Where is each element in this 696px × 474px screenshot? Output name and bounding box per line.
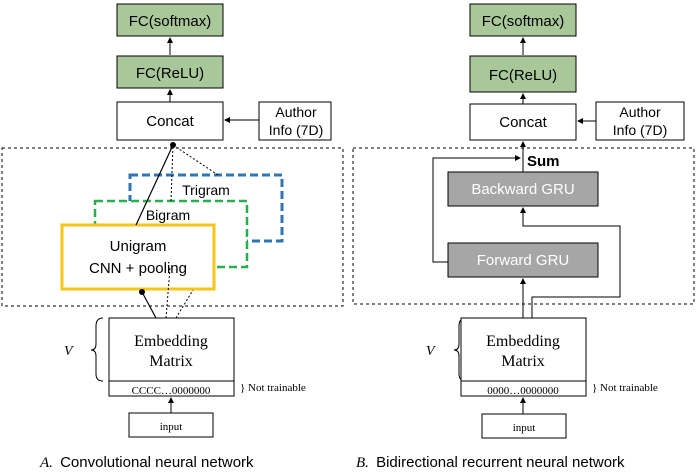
embedding-line1-b: Embedding <box>486 333 560 350</box>
embedding-line2-b: Matrix <box>501 353 545 370</box>
fc-relu-box-b <box>469 55 577 93</box>
backward-gru-label: Backward GRU <box>471 181 574 198</box>
unigram-line1: Unigram <box>110 238 167 255</box>
embedding-to-bigram-line <box>165 267 171 319</box>
caption-b: B. Bidirectional recurrent neural networ… <box>356 454 625 471</box>
concat-box-b <box>469 103 577 141</box>
forward-gru-box <box>447 242 599 278</box>
embedding-matrix-box-b <box>460 317 587 397</box>
caption-a-letter: A. <box>39 455 53 471</box>
embedding-matrix-box <box>108 317 235 397</box>
not-trainable-label: } Not trainable <box>240 382 306 394</box>
fc-softmax-label: FC(softmax) <box>129 13 212 30</box>
concat-box <box>116 101 224 141</box>
unigram-to-concat-line <box>135 144 174 226</box>
v-dimension-label: V <box>64 344 74 359</box>
bigram-label: Bigram <box>146 207 190 223</box>
author-info-line1-b: Author <box>619 104 661 120</box>
sum-label: Sum <box>527 153 560 170</box>
concat-label-b: Concat <box>499 114 547 131</box>
concat-label: Concat <box>146 113 194 130</box>
fc-softmax-box-b <box>469 3 577 37</box>
input-box-b <box>481 413 567 439</box>
v-dimension-label-b: V <box>426 344 436 359</box>
author-info-line2-b: Info (7D) <box>613 122 667 138</box>
author-info-line2: Info (7D) <box>269 122 323 138</box>
v-dimension-brace-b <box>453 317 467 382</box>
unigram-line2: CNN + pooling <box>89 260 187 277</box>
fc-relu-label-b: FC(ReLU) <box>489 67 557 84</box>
backward-gru-box <box>447 171 599 207</box>
input-label-b: input <box>513 422 536 434</box>
author-info-box <box>258 101 332 141</box>
embedding-to-backward-line <box>520 207 621 318</box>
embedding-to-unigram-line <box>141 291 157 319</box>
trigram-label: Trigram <box>182 182 230 198</box>
input-box <box>128 412 214 438</box>
forward-gru-label: Forward GRU <box>477 252 570 269</box>
v-dimension-brace <box>90 317 104 382</box>
fc-softmax-box <box>116 3 224 37</box>
embedding-to-trigram-line <box>175 289 194 319</box>
caption-a: A. Convolutional neural network <box>39 454 254 471</box>
zeros-row: CCCC…0000000 <box>132 385 211 397</box>
embedding-line1: Embedding <box>134 333 208 350</box>
trigram-to-concat-line <box>172 144 219 176</box>
fc-relu-label: FC(ReLU) <box>136 65 204 82</box>
forward-to-sum-line <box>432 155 521 263</box>
panel-a-cnn: FC(softmax) FC(ReLU) Concat Author Info … <box>1 3 344 471</box>
caption-a-text: Convolutional neural network <box>60 454 254 471</box>
fc-relu-box <box>116 55 224 89</box>
panel-b-birnn: FC(softmax) FC(ReLU) Concat Author Info … <box>352 3 695 471</box>
bigram-to-concat-line <box>170 144 174 202</box>
zeros-row-b: 0000…0000000 <box>487 385 559 397</box>
author-info-line1: Author <box>275 104 317 120</box>
caption-b-text: Bidirectional recurrent neural network <box>376 454 625 471</box>
unigram-box <box>60 223 216 291</box>
not-trainable-label-b: } Not trainable <box>592 382 658 394</box>
embedding-line2: Matrix <box>149 353 193 370</box>
input-label: input <box>160 421 183 433</box>
fc-softmax-label-b: FC(softmax) <box>482 13 565 30</box>
caption-b-letter: B. <box>356 455 369 471</box>
